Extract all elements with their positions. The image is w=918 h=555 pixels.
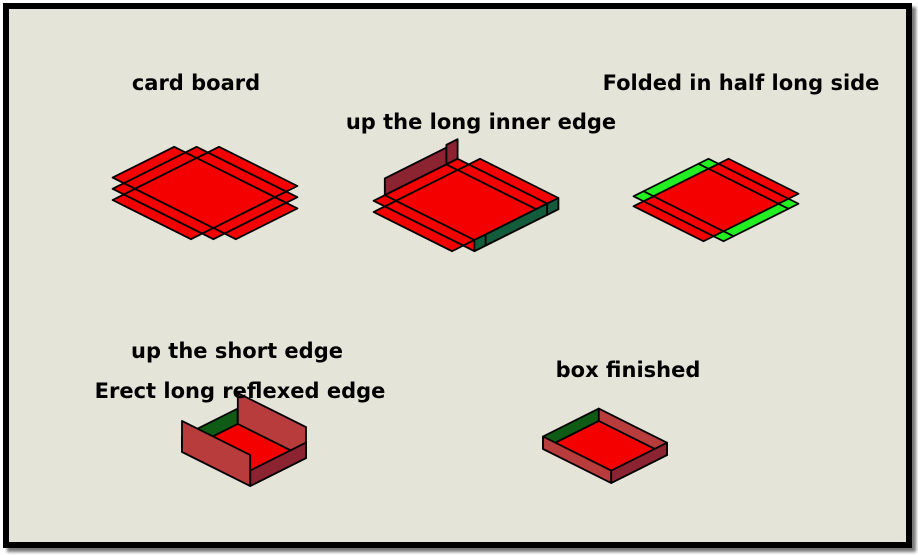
corner-tab xyxy=(712,230,735,243)
label-erect-long-reflexed-edge: Erect long reflexed edge xyxy=(94,379,386,403)
reflexed-wall-front xyxy=(181,419,252,487)
wall-front-right xyxy=(610,441,668,484)
corner-tab xyxy=(777,197,800,210)
label-folded-half-long-side: Folded in half long side xyxy=(602,71,880,95)
flap-panel xyxy=(717,157,800,200)
label-box-finished: box finished xyxy=(555,358,701,382)
raised-tab-front xyxy=(473,233,487,253)
corner-tab xyxy=(274,190,299,204)
diagram-panel xyxy=(3,3,912,548)
base-panel xyxy=(652,167,780,233)
corner-tab xyxy=(201,227,226,241)
flap-panel xyxy=(223,201,299,241)
corner-tab xyxy=(697,157,720,170)
corner-tab xyxy=(445,157,470,171)
label-up-long-inner-edge: up the long inner edge xyxy=(345,110,617,134)
label-card-board: card board xyxy=(131,71,261,95)
flap-panel xyxy=(206,145,299,193)
raised-tab-front xyxy=(546,197,560,216)
label-up-short-edge: up the short edge xyxy=(131,339,343,363)
base-panel xyxy=(134,157,276,229)
corner-tab xyxy=(184,145,209,159)
